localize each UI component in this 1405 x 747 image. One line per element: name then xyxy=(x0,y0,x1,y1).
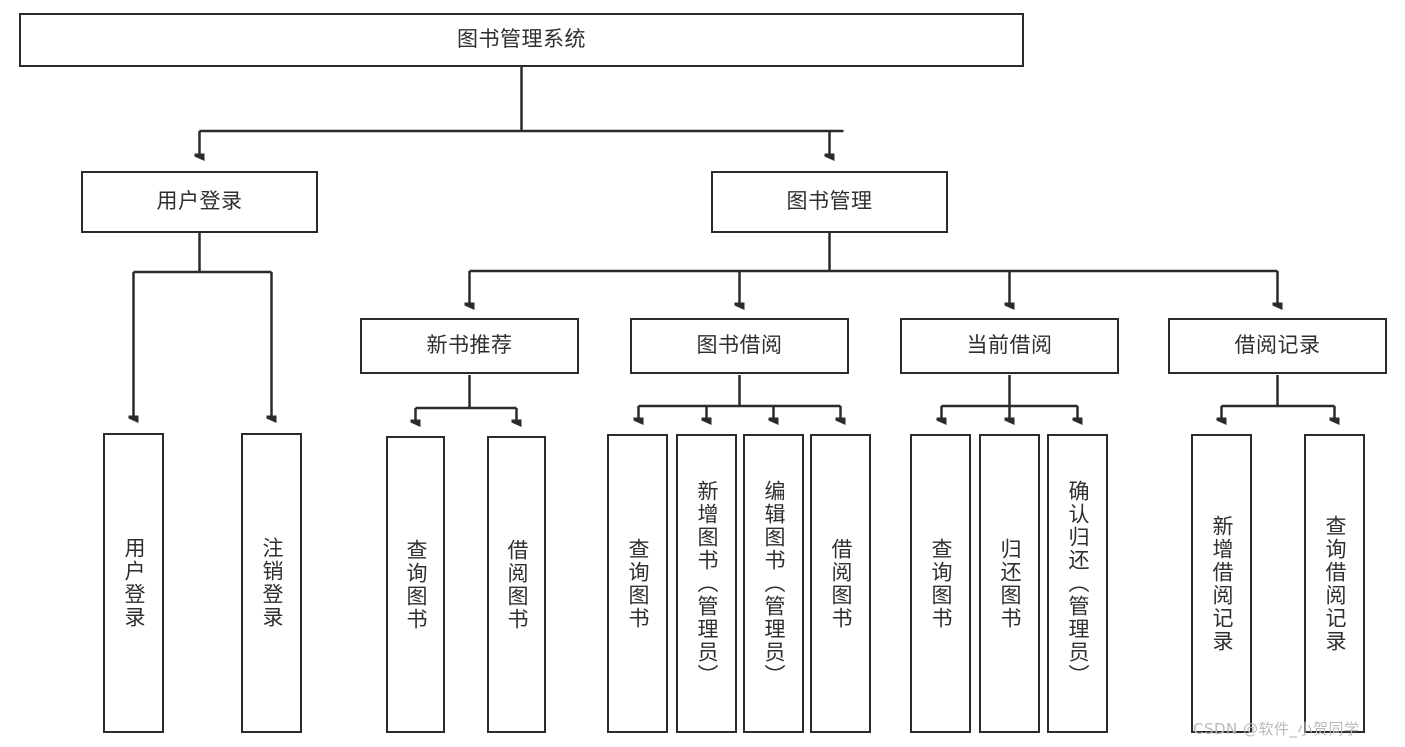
connector-current-to-leaves xyxy=(942,375,1078,419)
leaf-user-login-login[interactable]: 用户登录 xyxy=(103,433,164,733)
node-label: 新书推荐 xyxy=(426,333,513,358)
connector-root-to-level2 xyxy=(200,66,844,155)
leaf-user-login-logout[interactable]: 注销登录 xyxy=(241,433,302,733)
leaf-borrow-add-book-admin[interactable]: 新增图书（管理员） xyxy=(676,434,737,733)
node-label: 新增借阅记录 xyxy=(1210,514,1234,653)
node-label: 借阅图书 xyxy=(505,538,529,631)
node-book-borrow[interactable]: 图书借阅 xyxy=(630,318,849,374)
node-label: 归还图书 xyxy=(998,537,1022,630)
node-book-management-system[interactable]: 图书管理系统 xyxy=(19,13,1024,67)
node-new-book-recommend[interactable]: 新书推荐 xyxy=(360,318,579,374)
node-label: 图书管理 xyxy=(786,189,873,214)
node-borrow-record[interactable]: 借阅记录 xyxy=(1168,318,1387,374)
node-label: 查询图书 xyxy=(404,538,428,631)
node-book-management[interactable]: 图书管理 xyxy=(711,171,948,233)
leaf-record-query-record[interactable]: 查询借阅记录 xyxy=(1304,434,1365,733)
node-label: 编辑图书（管理员） xyxy=(762,480,786,687)
node-label: 确认归还（管理员） xyxy=(1066,480,1090,687)
leaf-record-add-record[interactable]: 新增借阅记录 xyxy=(1191,434,1252,733)
leaf-current-confirm-return-admin[interactable]: 确认归还（管理员） xyxy=(1047,434,1108,733)
node-label: 用户登录 xyxy=(156,189,243,214)
leaf-current-return-book[interactable]: 归还图书 xyxy=(979,434,1040,733)
leaf-borrow-query-book[interactable]: 查询图书 xyxy=(607,434,668,733)
csdn-watermark: CSDN @软件_小贺同学 xyxy=(1193,720,1360,738)
connector-newbook-to-leaves xyxy=(416,375,517,421)
connector-record-to-leaves xyxy=(1222,375,1335,419)
node-label: 注销登录 xyxy=(260,537,284,629)
node-label: 查询图书 xyxy=(626,537,650,630)
node-user-login[interactable]: 用户登录 xyxy=(81,171,318,233)
node-label: 查询图书 xyxy=(929,537,953,630)
node-label: 查询借阅记录 xyxy=(1323,514,1347,653)
leaf-borrow-edit-book-admin[interactable]: 编辑图书（管理员） xyxy=(743,434,804,733)
leaf-current-query-book[interactable]: 查询图书 xyxy=(910,434,971,733)
node-label: 新增图书（管理员） xyxy=(695,480,719,687)
node-label: 图书借阅 xyxy=(696,333,783,358)
leaf-newbook-borrow-book[interactable]: 借阅图书 xyxy=(487,436,546,733)
node-label: 用户登录 xyxy=(122,537,146,629)
node-label: 当前借阅 xyxy=(966,333,1053,358)
connector-bookmgmt-to-level3 xyxy=(470,232,1278,304)
connector-borrow-to-leaves xyxy=(639,375,841,419)
node-label: 借阅图书 xyxy=(829,537,853,630)
connector-userlogin-to-leaves xyxy=(134,232,272,417)
leaf-borrow-borrow-book[interactable]: 借阅图书 xyxy=(810,434,871,733)
node-current-borrow[interactable]: 当前借阅 xyxy=(900,318,1119,374)
leaf-newbook-query-book[interactable]: 查询图书 xyxy=(386,436,445,733)
node-label: 借阅记录 xyxy=(1234,333,1321,358)
node-label: 图书管理系统 xyxy=(457,27,586,52)
